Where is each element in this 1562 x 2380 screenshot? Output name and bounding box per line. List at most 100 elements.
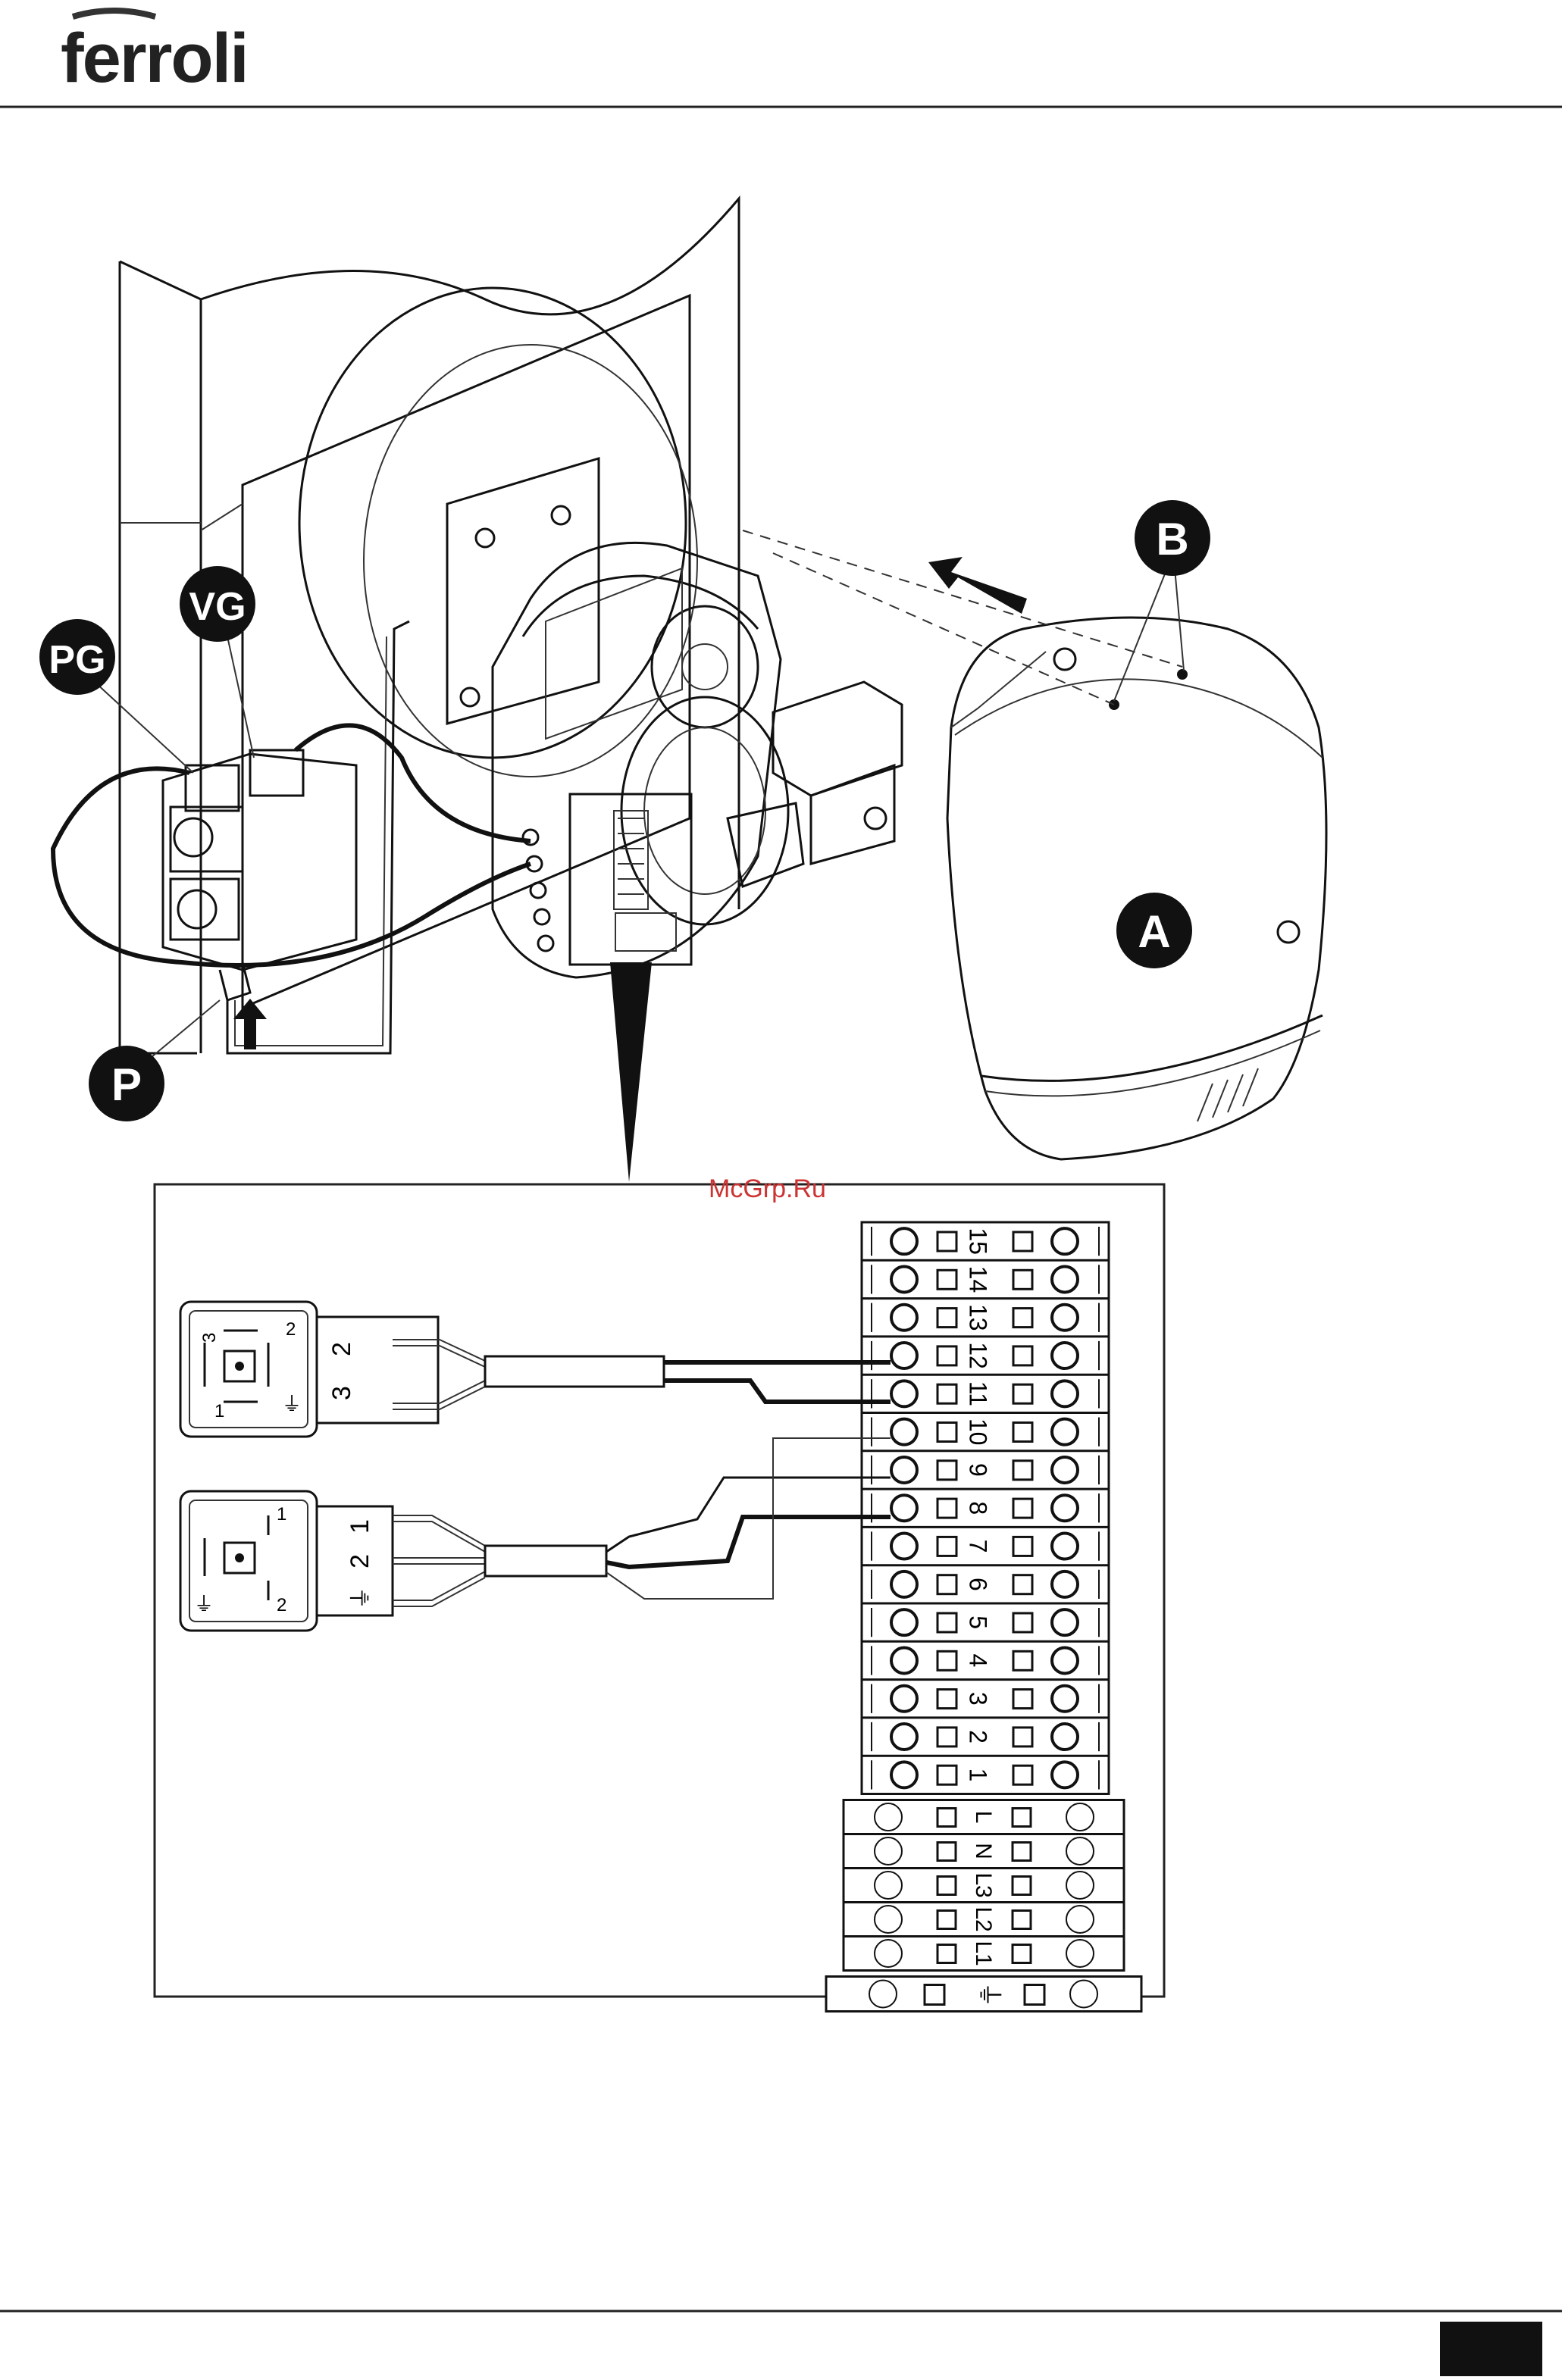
power-screw (875, 1837, 902, 1865)
power-slot (938, 1843, 956, 1861)
pin-label: 3 (199, 1333, 220, 1343)
align-line (743, 530, 1182, 667)
power-screw (1066, 1803, 1094, 1831)
terminal-screw (891, 1419, 917, 1445)
terminal-number: 5 (965, 1615, 992, 1629)
terminal-slot (1013, 1499, 1032, 1518)
pin-label: 1 (277, 1504, 286, 1525)
terminal-slot (1013, 1690, 1032, 1709)
terminal-slot (938, 1690, 956, 1709)
terminal-number: 14 (965, 1266, 992, 1293)
power-screw (875, 1803, 902, 1831)
terminal-number: 10 (965, 1418, 992, 1446)
terminal-screw (891, 1343, 917, 1368)
earth-screw (1070, 1981, 1097, 2008)
pin-label: 2 (277, 1595, 286, 1615)
terminal-number: 4 (965, 1654, 992, 1668)
wire-label: 2 (327, 1342, 356, 1356)
terminal-number: 9 (965, 1463, 992, 1477)
power-screw (1066, 1872, 1094, 1899)
pin-label: 2 (286, 1319, 296, 1340)
terminal-number: 7 (965, 1540, 992, 1553)
power-slot (1013, 1809, 1031, 1827)
terminal-screw (1052, 1762, 1078, 1787)
terminal-number: 2 (965, 1730, 992, 1744)
terminal-slot (1013, 1575, 1032, 1594)
callout-VG: VG (180, 566, 255, 758)
terminal-screw (891, 1266, 917, 1292)
callout-B-label: B (1156, 514, 1188, 565)
terminal-screw (1052, 1305, 1078, 1331)
terminal-slot (1013, 1728, 1032, 1747)
callout-A-label: A (1138, 906, 1170, 957)
brand-logo: ferroli (61, 11, 248, 97)
terminal-number: 12 (965, 1342, 992, 1369)
callout-A: A (1116, 893, 1192, 968)
burner-unit (447, 458, 902, 1182)
terminal-slot (938, 1499, 956, 1518)
terminal-screw (1052, 1266, 1078, 1292)
power-terminal-label: N (971, 1843, 996, 1859)
power-slot (938, 1945, 956, 1963)
terminal-slot (938, 1346, 956, 1365)
terminal-screw (891, 1381, 917, 1406)
terminal-slot (938, 1613, 956, 1632)
callout-B: B (1135, 500, 1210, 576)
terminal-screw (1052, 1609, 1078, 1635)
wire-label: 1 (346, 1519, 374, 1534)
terminal-slot (1013, 1384, 1032, 1403)
callout-PG-label: PG (49, 638, 105, 682)
mount-arrow (928, 557, 1027, 614)
burner-cover (947, 618, 1326, 1159)
terminal-number: 8 (965, 1501, 992, 1515)
watermark: McGrp.Ru (709, 1174, 826, 1203)
terminal-screw (1052, 1534, 1078, 1559)
terminal-number: 6 (965, 1578, 992, 1591)
terminal-screw (891, 1572, 917, 1597)
terminal-slot (938, 1461, 956, 1480)
terminal-screw (891, 1762, 917, 1787)
terminal-number: 15 (965, 1228, 992, 1255)
power-slot (1013, 1911, 1031, 1929)
earth-symbol: ⏚ (975, 1982, 1003, 2008)
terminal-screw (1052, 1724, 1078, 1750)
power-slot (1013, 1843, 1031, 1861)
terminal-slot (938, 1575, 956, 1594)
terminal-slot (938, 1728, 956, 1747)
terminal-number: 11 (965, 1381, 992, 1406)
terminal-screw (1052, 1419, 1078, 1445)
terminal-number: 1 (965, 1768, 992, 1781)
power-screw (1066, 1906, 1094, 1933)
terminal-slot (938, 1651, 956, 1670)
terminal-slot (938, 1384, 956, 1403)
terminal-slot (1013, 1461, 1032, 1480)
terminal-slot (1013, 1232, 1032, 1251)
terminal-slot (1013, 1613, 1032, 1632)
brand-name: ferroli (61, 20, 248, 97)
terminal-slot (938, 1765, 956, 1784)
terminal-slot (1013, 1270, 1032, 1289)
power-screw (875, 1940, 902, 1967)
pin-label: 1 (214, 1401, 224, 1421)
terminal-slot (1013, 1346, 1032, 1365)
terminal-screw (891, 1228, 917, 1254)
power-slot (1013, 1877, 1031, 1895)
terminal-screw (891, 1457, 917, 1483)
terminal-screw (1052, 1647, 1078, 1673)
wire-label: ⏚ (349, 1587, 374, 1609)
callout-P-label: P (111, 1059, 142, 1110)
terminal-screw (1052, 1572, 1078, 1597)
terminal-number: 13 (965, 1304, 992, 1331)
power-slot (1013, 1945, 1031, 1963)
wire-label: 3 (327, 1386, 356, 1400)
power-terminal-label: L1 (971, 1941, 996, 1966)
earth-symbol: ⏚ (282, 1393, 302, 1415)
earth-screw (869, 1981, 897, 2008)
gas-valve (53, 621, 531, 1053)
terminal-screw (1052, 1381, 1078, 1406)
terminal-screw (1052, 1686, 1078, 1712)
power-screw (875, 1872, 902, 1899)
terminal-screw (891, 1495, 917, 1521)
power-terminal-label: L (971, 1811, 996, 1824)
